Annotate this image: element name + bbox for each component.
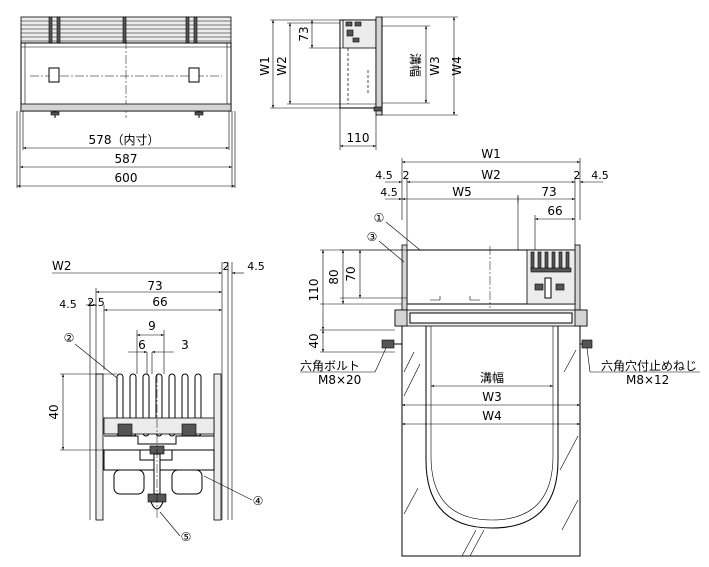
note-set-screw: 六角穴付止めねじ xyxy=(601,358,697,373)
dim-W4: W4 xyxy=(482,409,502,423)
dim-4.5-b: 4.5 xyxy=(591,169,609,182)
dim-inner-width: 578（内寸） xyxy=(89,133,160,147)
dim-2-detail: 2 xyxy=(223,260,230,273)
dim-W1-side: W1 xyxy=(258,56,272,76)
callout-1: ① xyxy=(374,211,385,225)
dim-groove-width: 溝幅 xyxy=(480,370,504,385)
detail-view: W2 2 4.5 73 4.5 2.5 66 9 6 3 xyxy=(47,259,265,544)
concrete-wall-right xyxy=(557,326,581,557)
dim-587: 587 xyxy=(115,152,138,166)
dim-4.5-detail: 4.5 xyxy=(59,298,77,311)
callout-3: ③ xyxy=(367,230,378,244)
callout-5: ⑤ xyxy=(181,530,192,544)
right-frame-angle xyxy=(574,244,581,312)
dim-66: 66 xyxy=(547,204,562,218)
dim-4.5-detail-right: 4.5 xyxy=(247,260,265,273)
dim-80: 80 xyxy=(327,269,341,284)
note-hex-bolt: 六角ボルト xyxy=(300,359,360,373)
dim-110: 110 xyxy=(307,279,321,302)
dim-2.5-detail: 2.5 xyxy=(87,296,105,309)
dim-73: 73 xyxy=(541,185,556,199)
dim-4.5-c: 4.5 xyxy=(380,186,398,199)
dim-W2-detail: W2 xyxy=(52,259,72,273)
dim-66-detail: 66 xyxy=(152,295,167,309)
dim-3-detail: 3 xyxy=(181,338,189,352)
dim-W2: W2 xyxy=(481,168,501,182)
side-frame xyxy=(375,16,383,116)
grating-fins xyxy=(530,251,572,299)
hex-bolt-icon xyxy=(381,339,395,349)
dim-73-side: 73 xyxy=(297,26,311,41)
dim-4.5-a: 4.5 xyxy=(375,169,393,182)
concrete-hatching xyxy=(403,349,579,557)
dim-W2-side: W2 xyxy=(275,56,289,76)
dim-73-detail: 73 xyxy=(147,279,162,293)
left-frame-angle xyxy=(401,244,408,312)
dim-W5: W5 xyxy=(452,185,472,199)
bracket-right xyxy=(188,67,200,83)
dim-2-a: 2 xyxy=(403,169,410,182)
dim-70: 70 xyxy=(344,266,358,281)
dim-W3-side: W3 xyxy=(428,56,442,76)
dim-W1: W1 xyxy=(481,147,501,161)
bracket-left xyxy=(48,67,60,83)
note-set-screw-size: M8×12 xyxy=(626,373,669,387)
dim-groove-side: 溝幅 xyxy=(408,53,423,77)
dim-40-detail: 40 xyxy=(47,404,61,419)
trough-outer xyxy=(425,326,559,529)
dim-600: 600 xyxy=(115,171,138,185)
dim-110-side: 110 xyxy=(347,131,370,145)
callout-2: ② xyxy=(64,331,75,345)
callout-4: ④ xyxy=(253,494,264,508)
dim-W4-side: W4 xyxy=(450,56,464,76)
dim-9-detail: 9 xyxy=(148,319,156,333)
set-screw-icon xyxy=(581,339,593,349)
cross-section-view: W1 W2 4.5 2 2 4.5 4.5 W5 73 66 xyxy=(300,147,700,557)
note-hex-bolt-size: M8×20 xyxy=(318,373,361,387)
front-elevation-view: 578（内寸） 587 600 xyxy=(16,16,236,188)
dim-W3: W3 xyxy=(482,390,502,404)
concrete-wall-left xyxy=(401,326,425,557)
dim-6-detail: 6 xyxy=(138,338,146,352)
dim-40-right: 40 xyxy=(307,333,321,348)
dim-2-b: 2 xyxy=(574,169,581,182)
side-view: W1 W2 73 溝幅 W3 W4 110 xyxy=(258,16,464,150)
